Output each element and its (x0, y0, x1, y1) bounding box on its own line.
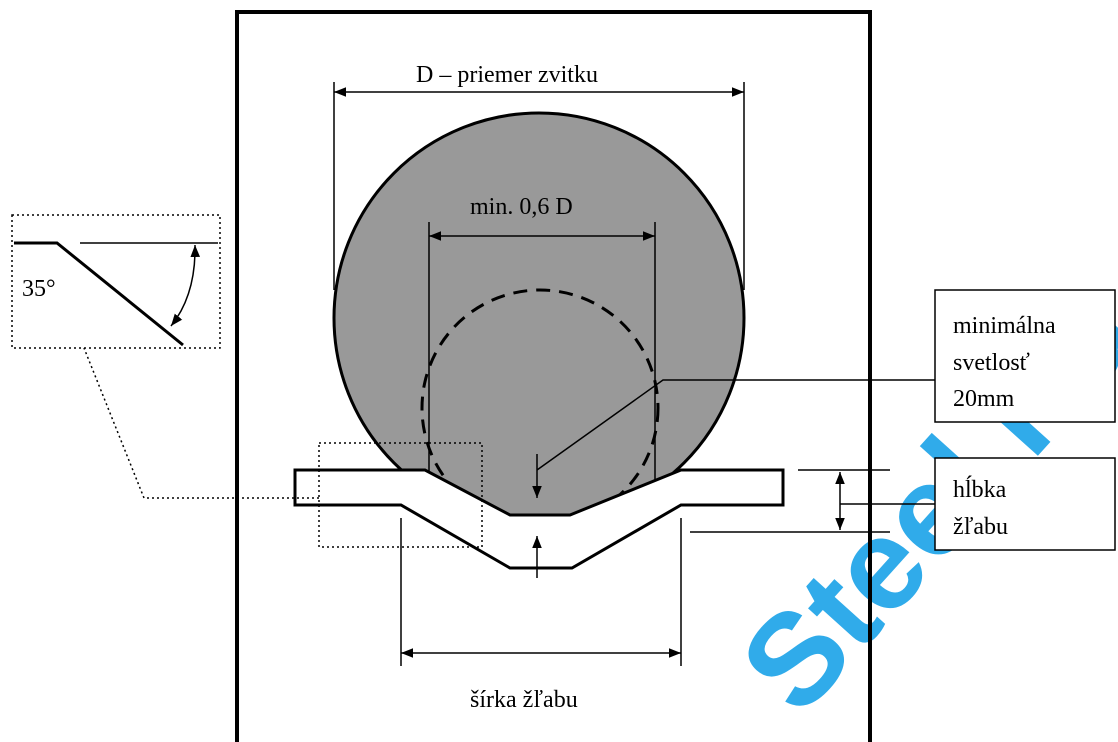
depth-label-line1: hĺbka (953, 476, 1007, 503)
detail-region (318, 442, 483, 548)
detail-connector (83, 347, 319, 499)
trough-plate (293, 468, 785, 570)
clearance-label-line2: svetlosť (953, 350, 1030, 376)
min-diameter-label: min. 0,6 D (470, 194, 573, 220)
frame (235, 10, 872, 742)
width-label: šírka žľabu (470, 687, 578, 713)
angle-slope-line (14, 241, 184, 347)
angle-label: 35° (22, 276, 56, 302)
coil-circle (332, 111, 746, 525)
diameter-label: D – priemer zvitku (416, 62, 598, 88)
depth-callout-box (934, 457, 1116, 551)
angle-arc-arrow (170, 244, 201, 327)
depth-label-line2: žľabu (953, 514, 1008, 540)
clearance-callout-box (934, 289, 1116, 423)
clearance-label-line1: minimálna (953, 313, 1056, 339)
clearance-leader (536, 379, 935, 471)
clearance-label-line3: 20mm (953, 386, 1015, 412)
